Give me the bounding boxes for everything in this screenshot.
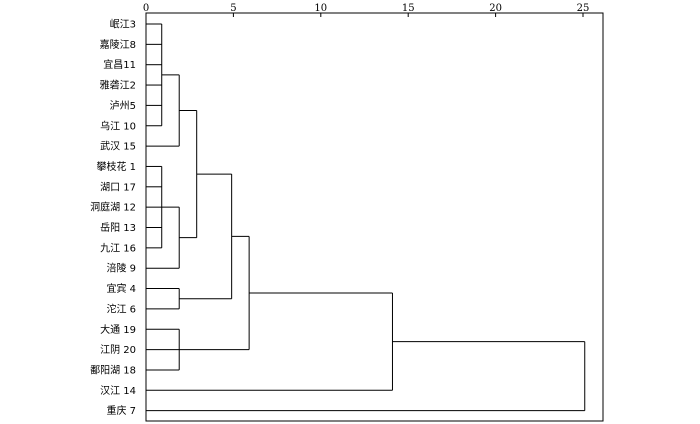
leaf-label: 宜宾 4 bbox=[106, 282, 136, 295]
leaf-labels: 岷江3 嘉陵江8 宜昌11 雅砻江2 泸州5 乌江 10 武汉 15 攀枝花 1 湖口 17 洞庭… bbox=[90, 19, 136, 418]
x-tick-label: 20 bbox=[489, 3, 502, 14]
leaf-label: 涪陵 9 bbox=[106, 262, 136, 275]
leaf-label: 洞庭湖 12 bbox=[90, 201, 136, 214]
x-axis-ticks: 0 5 10 15 20 25 bbox=[143, 3, 590, 17]
leaf-label: 嘉陵江8 bbox=[100, 38, 136, 51]
leaf-label: 江阴 20 bbox=[100, 344, 136, 356]
x-tick-label: 15 bbox=[402, 3, 415, 14]
leaf-label: 岳阳 13 bbox=[100, 222, 136, 234]
leaf-label: 岷江3 bbox=[110, 19, 136, 31]
leaf-label: 湖口 17 bbox=[100, 181, 136, 193]
leaf-label: 重庆 7 bbox=[106, 404, 136, 417]
leaf-label: 雅砻江2 bbox=[100, 79, 136, 92]
plot-frame bbox=[145, 12, 604, 422]
leaf-label: 武汉 15 bbox=[100, 140, 136, 153]
leaf-label: 攀枝花 1 bbox=[96, 160, 136, 173]
leaf-label: 九江 16 bbox=[100, 242, 136, 254]
x-tick-label: 25 bbox=[577, 3, 590, 14]
leaf-label: 汉江 14 bbox=[100, 385, 136, 397]
leaf-label: 沱江 6 bbox=[106, 302, 136, 315]
x-tick-label: 10 bbox=[314, 3, 327, 14]
dendrogram-links bbox=[146, 23, 586, 412]
leaf-label: 乌江 10 bbox=[100, 119, 136, 132]
leaf-label: 鄱阳湖 18 bbox=[90, 363, 136, 376]
leaf-label: 泸州5 bbox=[110, 100, 136, 112]
x-tick-label: 5 bbox=[230, 3, 236, 14]
leaf-label: 大通 19 bbox=[100, 323, 136, 336]
x-tick-label: 0 bbox=[143, 3, 149, 14]
leaf-label: 宜昌11 bbox=[103, 58, 136, 71]
